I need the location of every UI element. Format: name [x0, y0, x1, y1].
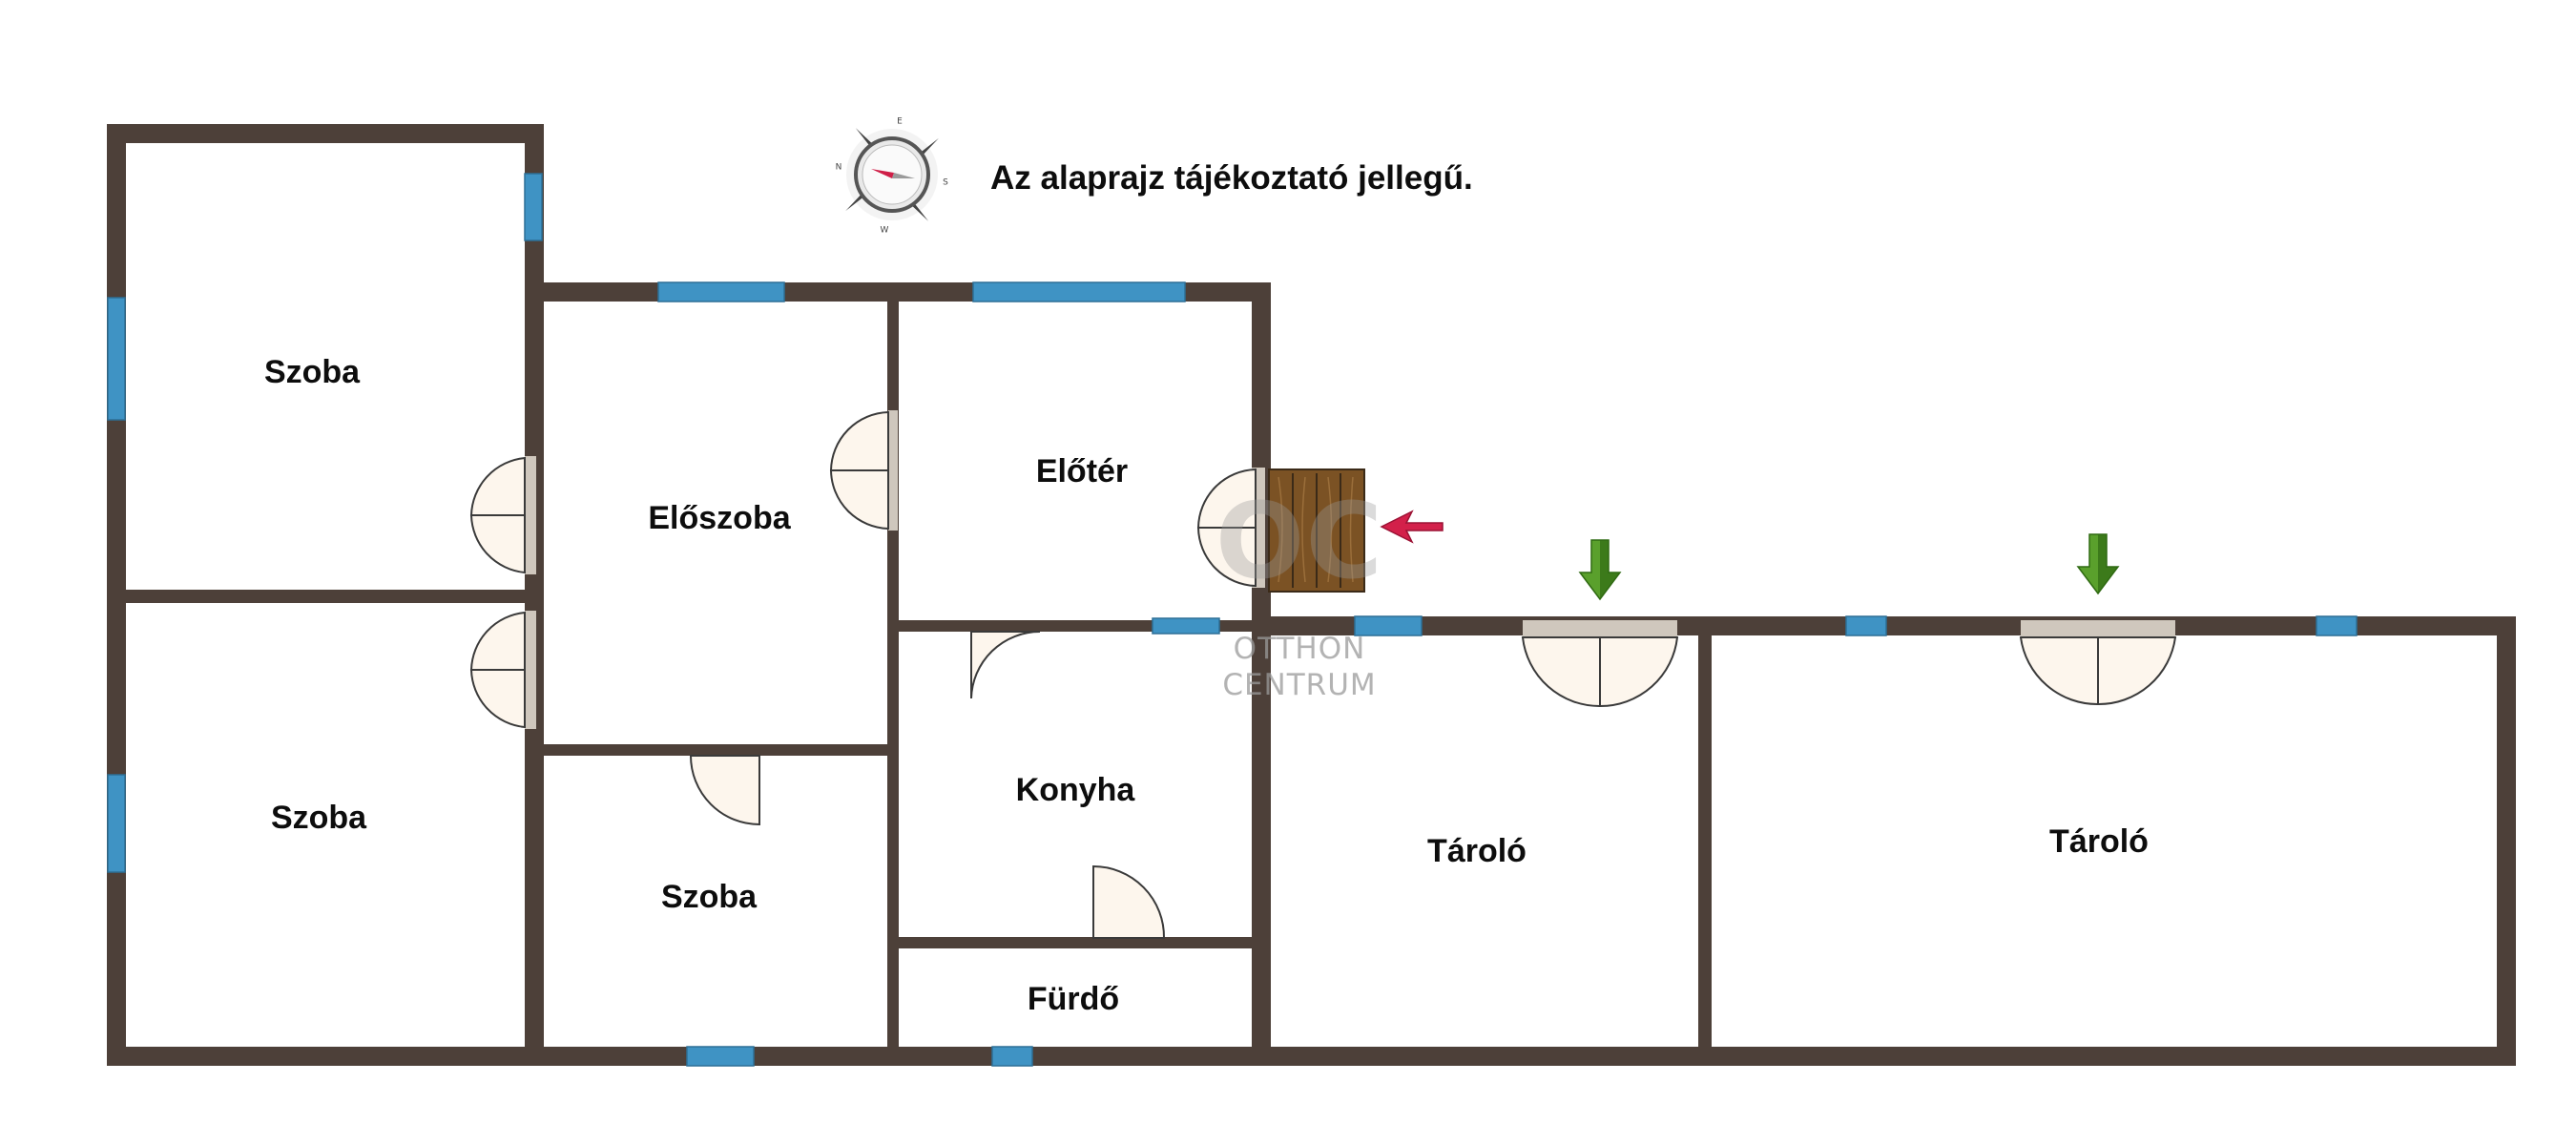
- room-label-furdo: Fürdő: [1028, 981, 1119, 1017]
- watermark-line1: OTTHON: [1234, 632, 1366, 666]
- window-north-small: [524, 173, 543, 241]
- arrow-down-icon: [2076, 533, 2120, 595]
- window-szoba-south: [686, 1046, 755, 1067]
- window-tarolo-1-west: [1354, 615, 1423, 636]
- room-label-eloter: Előtér: [1036, 453, 1128, 489]
- room-label-szoba-3: Szoba: [661, 879, 758, 915]
- door-entrance: [1196, 468, 1265, 588]
- doors: [469, 410, 2177, 939]
- door-tarolo-1: [1521, 620, 1679, 708]
- walls: [107, 124, 2516, 1066]
- window-tarolo-2-east: [2316, 615, 2358, 636]
- window-konyha: [1152, 617, 1220, 635]
- room-label-konyha: Konyha: [1016, 772, 1136, 808]
- compass-n: N: [836, 163, 842, 173]
- watermark: OC OTTHON CENTRUM: [1215, 480, 1383, 702]
- room-label-tarolo-2: Tároló: [2049, 823, 2149, 860]
- compass-e: E: [897, 117, 903, 127]
- room-label-szoba-1: Szoba: [264, 354, 361, 390]
- window-furdo-south: [991, 1046, 1033, 1067]
- disclaimer-note: Az alaprajz tájékoztató jellegű.: [990, 159, 1473, 197]
- entrance-steps: [1268, 468, 1365, 593]
- door-szoba-3: [689, 755, 760, 826]
- compass-icon: E S W N: [836, 117, 949, 236]
- door-tarolo-2: [2019, 620, 2177, 706]
- compass-s: S: [943, 178, 948, 188]
- window-west-upper: [107, 297, 126, 421]
- window-tarolo-2-west: [1845, 615, 1887, 636]
- door-szoba-1: [469, 456, 536, 574]
- door-eloszoba-eloter: [829, 410, 898, 531]
- watermark-logo: OC: [1215, 480, 1383, 602]
- room-label-tarolo-1: Tároló: [1427, 833, 1527, 869]
- room-labels: Szoba Szoba Előszoba Szoba Előtér Konyha…: [264, 354, 2149, 1017]
- windows: [107, 173, 2358, 1067]
- window-eloszoba: [657, 281, 785, 302]
- window-eloter: [972, 281, 1186, 302]
- window-west-lower: [107, 774, 126, 873]
- entrance-arrow-icon: [1380, 510, 1444, 544]
- watermark-line2: CENTRUM: [1222, 668, 1376, 702]
- door-furdo: [1092, 864, 1166, 939]
- room-label-szoba-2: Szoba: [271, 800, 367, 836]
- compass-w: W: [881, 226, 889, 236]
- room-label-eloszoba: Előszoba: [648, 500, 791, 536]
- door-szoba-2: [469, 611, 536, 729]
- door-konyha: [970, 631, 1041, 699]
- arrow-down-icon: [1578, 539, 1622, 601]
